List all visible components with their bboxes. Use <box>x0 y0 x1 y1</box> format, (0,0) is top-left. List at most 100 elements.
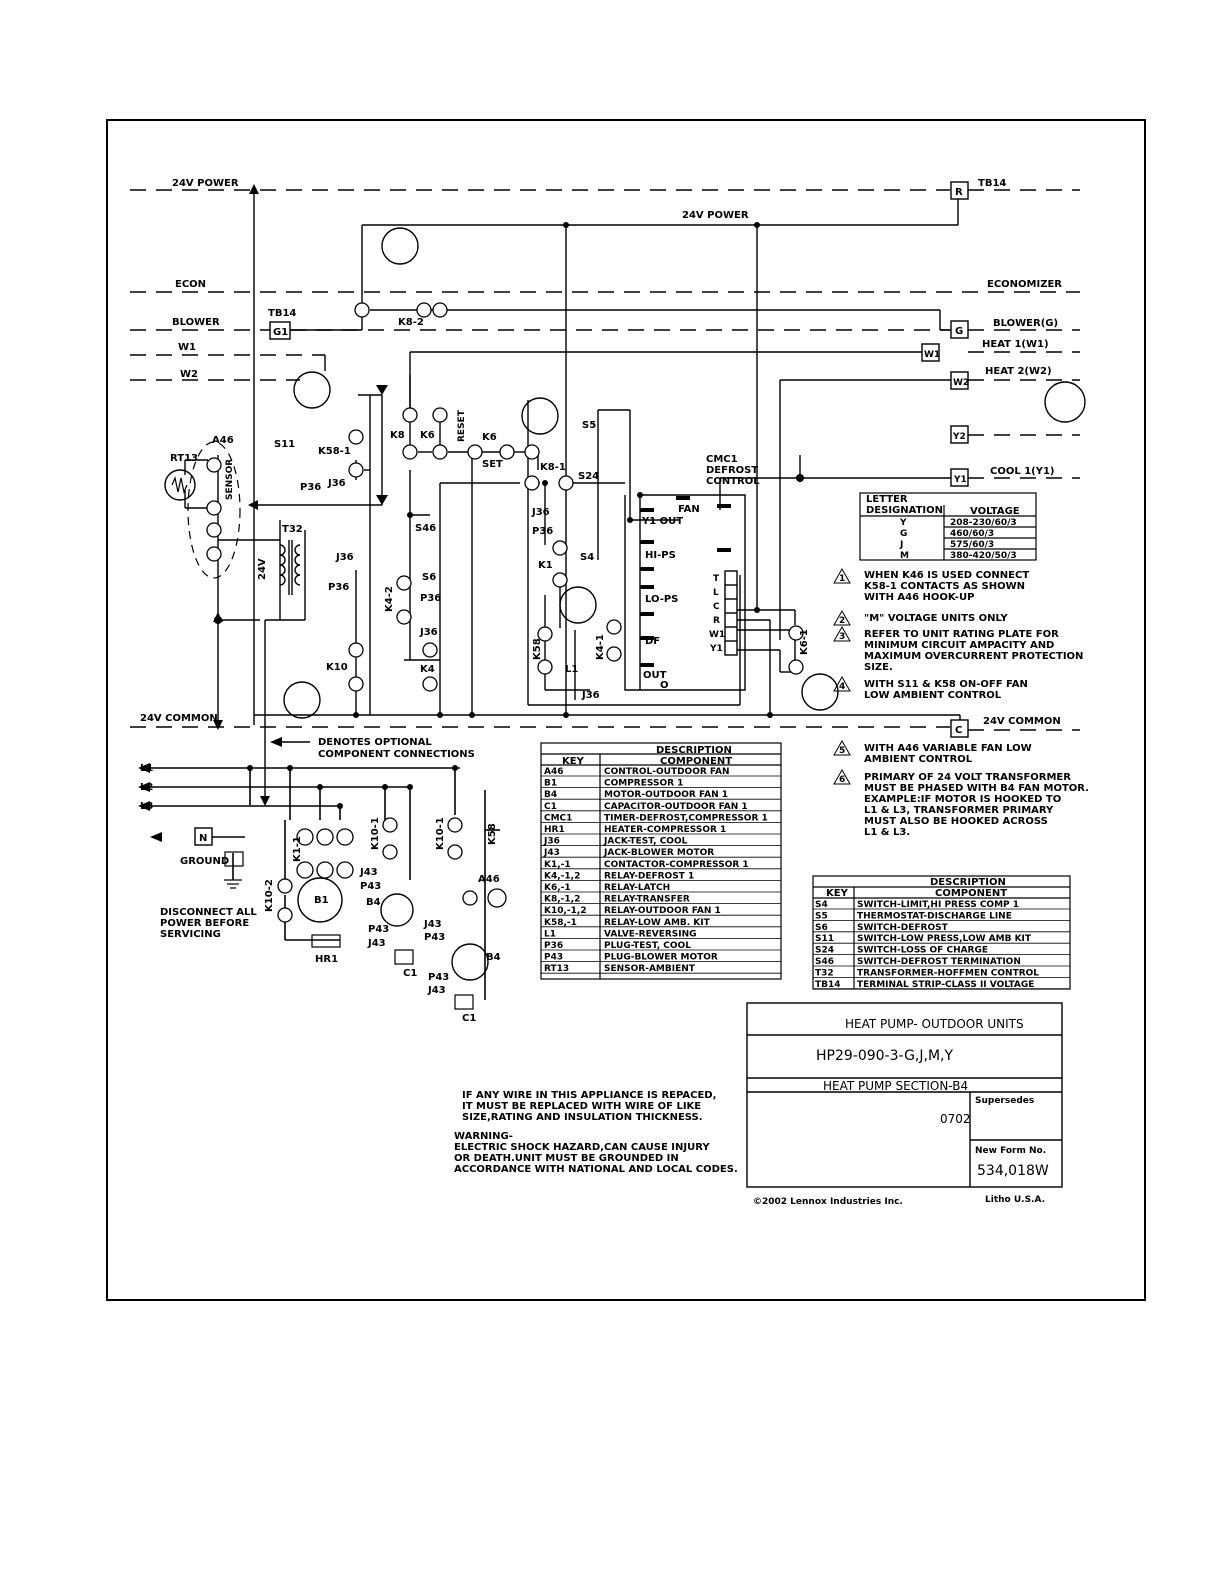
legend2-key: KEY <box>826 888 849 899</box>
rail-cool1: COOL 1(Y1) <box>990 466 1055 477</box>
terminal-y2: Y2 <box>952 432 966 442</box>
label-j36e: J36 <box>581 690 600 701</box>
label-j43b: J43 <box>367 938 386 949</box>
legend-key-cell: S11 <box>815 934 834 944</box>
rail-24v-common-right: 24V COMMON <box>983 716 1061 727</box>
svg-text:6: 6 <box>839 775 845 785</box>
legend1-key: KEY <box>562 756 585 767</box>
label-b1: B1 <box>314 895 329 906</box>
legend-key-cell: S5 <box>815 911 828 921</box>
label-optional2: COMPONENT CONNECTIONS <box>318 749 475 760</box>
label-disconnect-1: DISCONNECT ALL <box>160 907 257 918</box>
svg-text:4: 4 <box>839 682 845 692</box>
label-k10-2: K10-2 <box>264 879 275 912</box>
rail-24v-power: 24V POWER <box>172 178 239 189</box>
svg-text:2: 2 <box>839 616 845 626</box>
tb-litho: Litho U.S.A. <box>985 1195 1045 1205</box>
legend2-comp: COMPONENT <box>935 888 1007 899</box>
svg-text:IF ANY WIRE IN THIS APPLIANCE: IF ANY WIRE IN THIS APPLIANCE IS REPACED… <box>462 1090 716 1101</box>
terminal-c: C <box>955 725 962 736</box>
label-j36: J36 <box>327 478 346 489</box>
compressor-terminals <box>296 828 354 879</box>
t32-transformer-icon <box>279 540 301 595</box>
svg-text:AMBIENT CONTROL: AMBIENT CONTROL <box>864 754 973 765</box>
label-k10-1: K10-1 <box>370 817 381 850</box>
svg-text:PRIMARY OF 24 VOLT TRANSFORMER: PRIMARY OF 24 VOLT TRANSFORMER <box>864 772 1071 783</box>
legend-key-cell: P43 <box>544 953 563 963</box>
label-j36d: J36 <box>531 507 550 518</box>
label-k6-1: K6-1 <box>799 629 810 655</box>
label-k8-2: K8-2 <box>398 317 424 328</box>
svg-text:WITH A46 VARIABLE FAN LOW: WITH A46 VARIABLE FAN LOW <box>864 743 1032 754</box>
terminal-circles <box>206 302 804 923</box>
rail-economizer: ECONOMIZER <box>987 279 1062 290</box>
legend-key-cell: K1,-1 <box>544 860 571 870</box>
svg-text:MAXIMUM OVERCURRENT PROTECTION: MAXIMUM OVERCURRENT PROTECTION <box>864 651 1083 662</box>
legend-key-cell: B4 <box>544 790 557 800</box>
label-a46: A46 <box>212 435 234 446</box>
legend1-title: DESCRIPTION <box>656 745 732 756</box>
svg-text:J: J <box>899 540 903 550</box>
rail-w2: W2 <box>180 369 198 380</box>
legend-key-cell: A46 <box>544 767 564 777</box>
legend-component-cell: TRANSFORMER-HOFFMEN CONTROL <box>857 968 1039 978</box>
label-k1-1: K1-1 <box>292 836 303 862</box>
label-hips: HI-PS <box>645 550 676 561</box>
label-j36c: J36 <box>335 552 354 563</box>
cmc1-pins <box>640 496 731 667</box>
label-lops: LO-PS <box>645 594 678 605</box>
tb-supersedes: 0702 <box>940 1112 971 1126</box>
legend-component-cell: COMPRESSOR 1 <box>604 779 683 789</box>
label-s4: S4 <box>580 552 594 563</box>
svg-text:ACCORDANCE WITH NATIONAL AND L: ACCORDANCE WITH NATIONAL AND LOCAL CODES… <box>454 1164 738 1175</box>
svg-text:"M" VOLTAGE UNITS ONLY: "M" VOLTAGE UNITS ONLY <box>864 613 1008 624</box>
svg-text:SIZE,RATING AND INSULATION THI: SIZE,RATING AND INSULATION THICKNESS. <box>462 1112 703 1123</box>
svg-text:EXAMPLE:IF MOTOR IS HOOKED TO: EXAMPLE:IF MOTOR IS HOOKED TO <box>864 794 1061 805</box>
svg-text:WITH A46 HOOK-UP: WITH A46 HOOK-UP <box>864 592 974 603</box>
legend-key-cell: P36 <box>544 941 563 951</box>
tb-form-no: 534,018W <box>977 1163 1049 1179</box>
rail-w1: W1 <box>178 342 196 353</box>
terminal-y1: Y1 <box>953 475 967 485</box>
svg-text:C: C <box>713 602 720 612</box>
label-s6: S6 <box>422 572 436 583</box>
rail-econ: ECON <box>175 279 206 290</box>
legend-component-cell: THERMOSTAT-DISCHARGE LINE <box>857 911 1012 921</box>
svg-text:575/60/3: 575/60/3 <box>950 540 994 550</box>
legend-key-cell: K4,-1,2 <box>544 871 580 881</box>
label-k4: K4 <box>420 664 435 675</box>
label-k58b: K58 <box>487 823 498 845</box>
legend-key-cell: K10,-1,2 <box>544 906 587 916</box>
label-s5: S5 <box>582 420 596 431</box>
terminal-w1: W1 <box>924 350 940 360</box>
rail-blower: BLOWER <box>172 317 220 328</box>
svg-text:208-230/60/3: 208-230/60/3 <box>950 518 1017 528</box>
svg-text:5: 5 <box>839 746 845 756</box>
terminal-r: R <box>955 187 963 198</box>
svg-text:W1: W1 <box>709 630 725 640</box>
label-ground: GROUND <box>180 856 229 867</box>
b1-compressor-icon <box>297 877 343 923</box>
label-df: DF <box>645 636 660 647</box>
legend-component-cell: PLUG-BLOWER MOTOR <box>604 953 718 963</box>
label-reset: RESET <box>457 409 467 442</box>
legend-component-cell: SWITCH-DEFROST TERMINATION <box>857 957 1021 967</box>
rail-heat2: HEAT 2(W2) <box>985 366 1052 377</box>
legend-key-cell: CMC1 <box>544 813 572 823</box>
c1-capacitor-icon <box>394 949 414 965</box>
label-p36: P36 <box>300 482 321 493</box>
legend-key-cell: K6,-1 <box>544 883 571 893</box>
legend-table-1 <box>540 742 782 980</box>
label-c1b: C1 <box>462 1013 476 1024</box>
svg-text:460/60/3: 460/60/3 <box>950 529 994 539</box>
legend2-title: DESCRIPTION <box>930 877 1006 888</box>
legend-component-cell: SWITCH-LOSS OF CHARGE <box>857 946 988 956</box>
label-p43c: P43 <box>424 932 445 943</box>
label-set: SET <box>482 459 503 470</box>
svg-text:3: 3 <box>839 632 845 642</box>
warnings: IF ANY WIRE IN THIS APPLIANCE IS REPACED… <box>454 1090 738 1175</box>
label-p36b: P36 <box>420 593 441 604</box>
